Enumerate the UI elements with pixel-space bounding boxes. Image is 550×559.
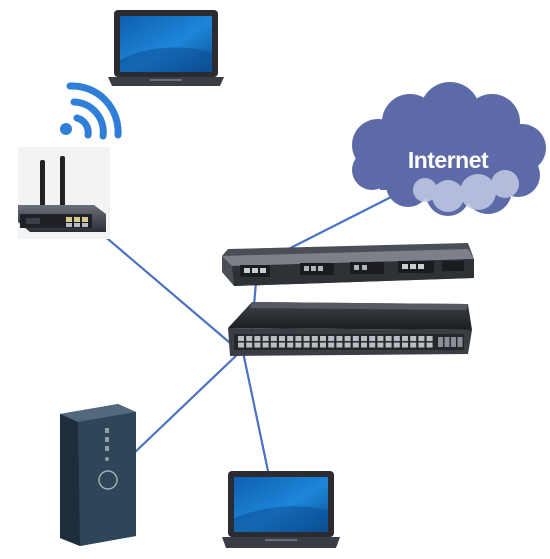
switch-port <box>262 336 269 341</box>
switch-port <box>262 342 269 348</box>
switch-port <box>238 336 244 341</box>
switch-port <box>393 336 400 341</box>
switch-port <box>377 342 384 348</box>
switch-port <box>303 342 310 348</box>
link-switch-to-desktop <box>131 351 241 456</box>
network-switch <box>228 302 472 356</box>
switch-port <box>320 342 326 348</box>
router-icon <box>222 243 474 286</box>
switch-port <box>246 342 253 348</box>
link-switch-to-bottom-laptop <box>241 351 270 472</box>
switch-port <box>328 336 335 341</box>
switch-port <box>279 336 285 341</box>
switch-port <box>385 342 392 348</box>
switch-port <box>295 342 302 348</box>
switch-port <box>279 342 285 348</box>
network-switch-icon <box>228 302 472 356</box>
router <box>222 243 474 286</box>
switch-port <box>295 336 302 341</box>
switch-port <box>270 336 277 341</box>
switch-port <box>361 336 367 341</box>
switch-port <box>418 342 425 348</box>
switch-port <box>369 342 376 348</box>
switch-uplink-port <box>444 337 450 347</box>
switch-port <box>352 336 359 341</box>
internet-cloud: Internet <box>352 82 546 216</box>
bottom-laptop <box>222 471 340 548</box>
switch-port <box>377 336 384 341</box>
switch-port <box>254 342 261 348</box>
switch-port <box>352 342 359 348</box>
switch-ports <box>238 336 463 348</box>
top-laptop <box>108 10 224 86</box>
internet-label: Internet <box>408 147 489 173</box>
switch-port <box>303 336 310 341</box>
switch-uplink-port <box>457 337 463 347</box>
switch-port <box>402 342 408 348</box>
switch-port <box>410 336 417 341</box>
switch-port <box>426 336 433 341</box>
switch-uplink-port <box>451 337 456 347</box>
switch-port <box>402 336 408 341</box>
switch-port <box>287 336 294 341</box>
switch-port <box>328 342 335 348</box>
switch-port <box>336 336 343 341</box>
laptop-icon <box>222 471 340 548</box>
desktop-tower-icon <box>60 404 136 546</box>
switch-port <box>320 336 326 341</box>
link-wireless-router-to-switch <box>94 227 237 349</box>
switch-port <box>336 342 343 348</box>
laptop-icon <box>108 10 224 86</box>
switch-port <box>369 336 376 341</box>
desktop-computer <box>60 404 136 546</box>
wifi-icon <box>60 82 122 140</box>
switch-port <box>254 336 261 341</box>
switch-port <box>238 342 244 348</box>
switch-port <box>385 336 392 341</box>
switch-port <box>393 342 400 348</box>
switch-port <box>311 336 318 341</box>
switch-port <box>426 342 433 348</box>
wireless-router-icon <box>18 147 110 239</box>
switch-port <box>410 342 417 348</box>
switch-port <box>311 342 318 348</box>
wireless-router <box>18 147 110 239</box>
switch-port <box>361 342 367 348</box>
switch-uplink-port <box>438 337 443 347</box>
switch-port <box>270 342 277 348</box>
cloud-highlight <box>413 170 519 212</box>
switch-port <box>344 336 351 341</box>
switch-port <box>418 336 425 341</box>
switch-port <box>344 342 351 348</box>
switch-port <box>287 342 294 348</box>
switch-port <box>246 336 253 341</box>
